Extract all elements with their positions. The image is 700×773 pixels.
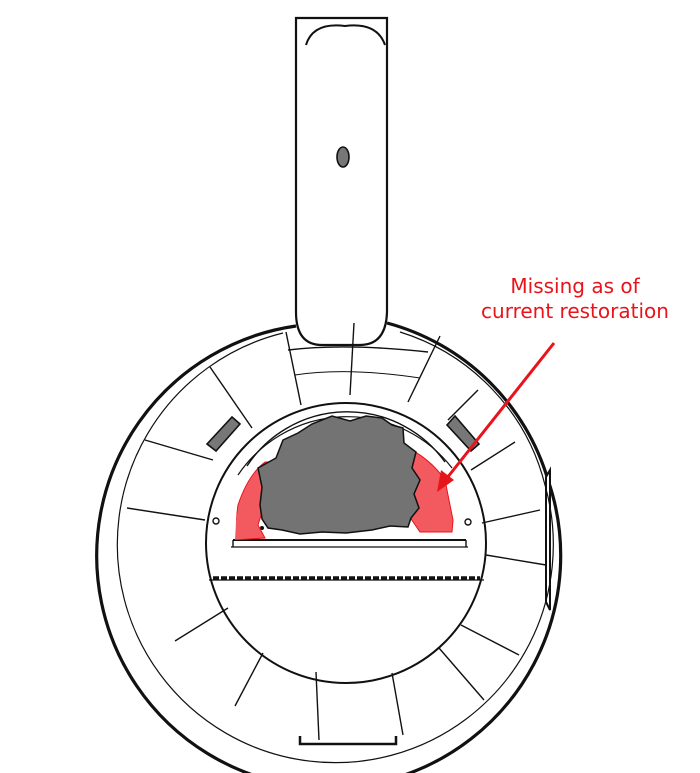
chimney	[294, 16, 389, 347]
left-slot	[205, 415, 242, 453]
inner-chamber	[205, 402, 487, 684]
callout-arrow	[437, 342, 556, 492]
slots	[205, 414, 481, 530]
chamber-floor	[209, 539, 484, 581]
callout-line-1: Missing as of	[510, 274, 640, 298]
chamber-opening	[257, 415, 421, 535]
kiln-shell	[95, 321, 563, 773]
missing-callout-label: Missing as of current restoration	[470, 274, 680, 324]
right-slot	[445, 414, 481, 453]
left-pin	[212, 517, 220, 525]
chimney-vent-hole	[336, 146, 350, 168]
right-pin	[464, 518, 472, 526]
callout-line-2: current restoration	[481, 299, 669, 323]
brick-ring	[126, 322, 547, 741]
